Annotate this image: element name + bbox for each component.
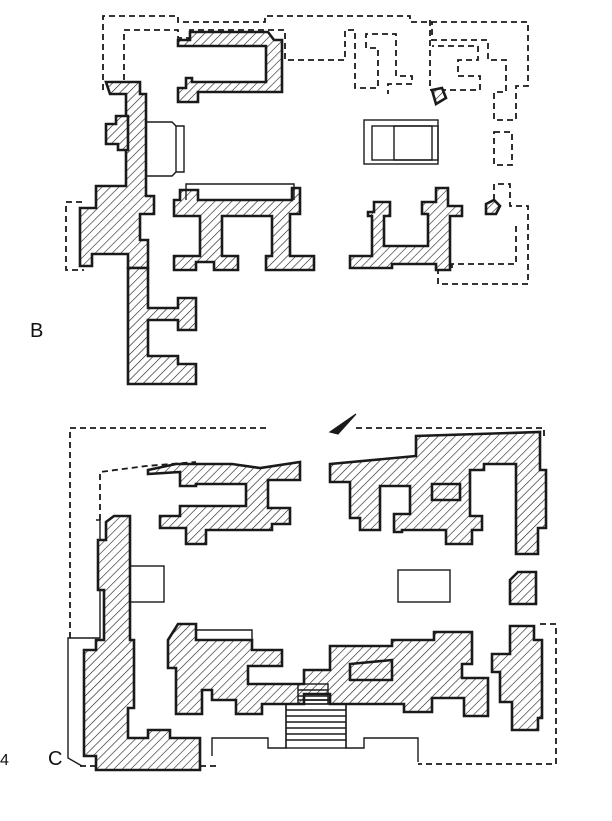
plan-c-north-inner-block [430,482,462,502]
plan-b-dashed-left-bay [65,201,84,271]
plan-c-dashed-west-inner [99,461,197,520]
plan-b-dashed-inner-left [123,29,413,94]
plan-c-south-court [166,622,490,718]
plan-b-south-corridor-wall [126,266,198,386]
plan-c-north-range-west [146,460,302,546]
plan-b-dashed-outline [102,15,529,121]
plan-c-east-range [490,624,544,732]
plan-b-central-block [172,186,316,272]
plan-c-east-pier [508,570,538,606]
plan-c-entrance-stairs [285,683,347,749]
plan-b [65,15,529,386]
plan-b-shrine-platform-core [393,125,439,161]
plan-b-dashed-small-room [493,131,513,166]
plan-b-west-spine [78,80,156,270]
plan-b-north-wall [176,30,284,104]
plan-c-west-range [82,514,202,772]
plan-b-east-block [348,186,464,272]
plan-b-shrine-platform-inner [371,125,433,161]
plan-c-south-inner-block [348,658,394,682]
plan-c-west-enclosure [67,519,101,767]
plan-c-dashed-outline-ne [356,427,545,440]
plan-c-south-court-outline [196,629,253,640]
plan-b-east-pier-1 [430,86,448,106]
plan-b-dashed-right-wing [437,183,529,285]
plan-b-label: B [30,320,44,342]
plan-c-dashed-east-wing [418,623,557,765]
edge-mark: 4 [0,752,9,769]
plan-b-east-pier-2 [484,198,502,216]
plan-b-west-pier [104,114,130,152]
plan-c-west-platform [129,565,165,603]
plan-c-dashed-outline [69,427,270,638]
plan-b-dashed-inner-right [429,20,481,91]
plan-c-central-platform [397,569,451,603]
north-arrow-icon [328,413,357,435]
plan-b-west-platform [146,121,185,177]
plan-c [67,413,557,772]
plan-b-central-outline [185,183,295,200]
plan-c-label: C [48,748,63,770]
